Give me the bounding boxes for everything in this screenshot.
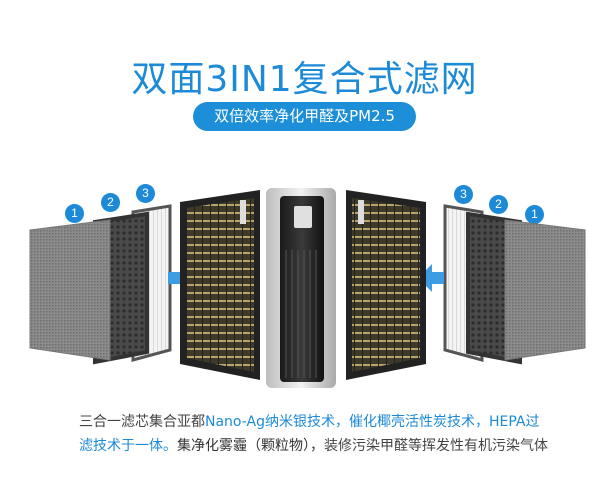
right-filter-layers xyxy=(443,204,586,365)
description-part-4: 装修污染甲醛等挥发性有机污染气体 xyxy=(324,438,548,454)
left-filter-layers xyxy=(29,204,172,365)
layer-number-3-right: 3 xyxy=(454,185,473,204)
page-title: 双面3IN1复合式滤网 xyxy=(131,59,478,100)
purifier-with-filters xyxy=(180,188,426,388)
description-part-2: Nano-Ag纳米银技术，催化椰壳活性炭技术，HEPA过滤技术于一体。 xyxy=(79,414,540,454)
description-part-3: 集净化雾霾（颗粒物）， xyxy=(177,438,324,454)
layer-number-2-right: 2 xyxy=(489,195,508,214)
subtitle-badge: 双倍效率净化甲醛及PM2.5 xyxy=(193,102,416,131)
layer-number-2-left: 2 xyxy=(101,193,120,212)
arrow-left-icon xyxy=(418,264,444,292)
feature-description: 三合一滤芯集合亚都Nano-Ag纳米银技术，催化椰壳活性炭技术，HEPA过滤技术… xyxy=(79,410,549,458)
layer-number-1-left: 1 xyxy=(65,204,84,223)
layer-number-1-right: 1 xyxy=(525,205,544,224)
layer-number-3-left: 3 xyxy=(136,184,155,203)
description-part-1: 三合一滤芯集合亚都 xyxy=(79,414,205,430)
